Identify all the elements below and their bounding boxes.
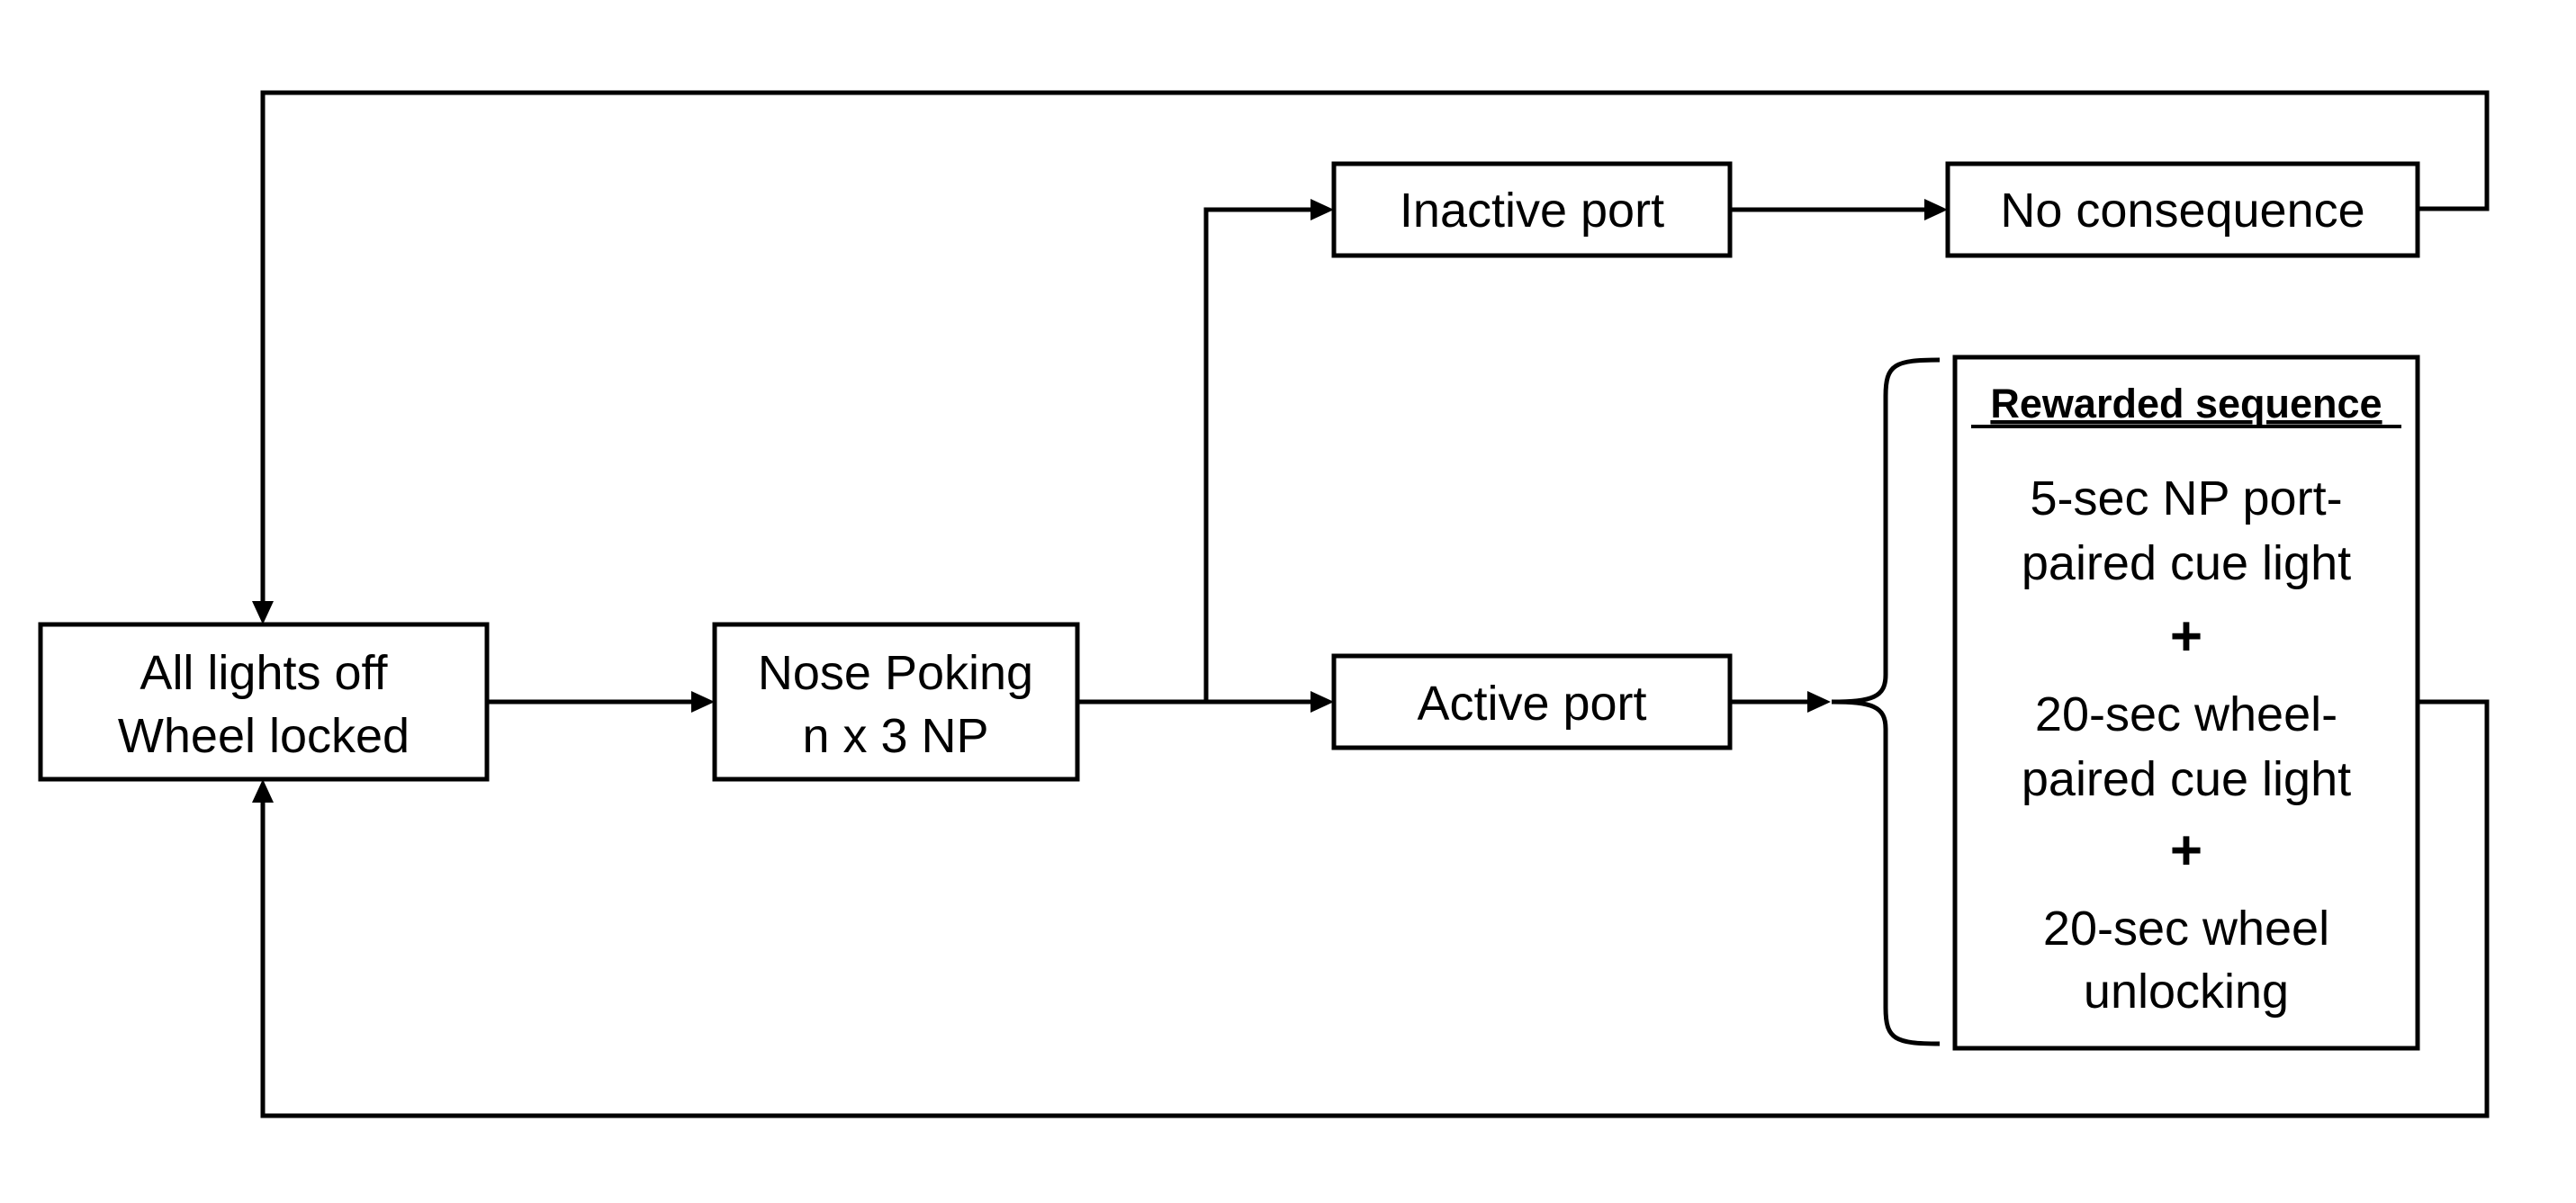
connector-split-vertical <box>1203 207 1312 702</box>
arrowhead-into-all-lights-bottom <box>252 779 274 803</box>
rewarded-item1-line1: 5-sec NP port- <box>2030 471 2342 525</box>
node-all-lights-off-line1: All lights off <box>140 646 388 700</box>
rewarded-item2-line1: 20-sec wheel- <box>2035 687 2337 741</box>
rewarded-item2-line2: paired cue light <box>2022 752 2351 806</box>
node-all-lights-off-line2: Wheel locked <box>118 709 410 763</box>
loop-top-connector <box>260 90 2490 603</box>
node-nose-poking: Nose Poking n x 3 NP <box>712 622 1080 782</box>
loop-bottom-connector <box>260 699 2490 1118</box>
arrowhead-into-nosepoke <box>691 691 715 713</box>
node-active-port-label: Active port <box>1417 677 1646 731</box>
rewarded-plus-2: + <box>2170 820 2202 882</box>
arrowhead-into-no-consequence <box>1924 199 1948 220</box>
arrowhead-into-active-port <box>1311 691 1334 713</box>
rewarded-item3-line2: unlocking <box>2084 965 2289 1019</box>
rewarded-sequence-heading: Rewarded sequence <box>1990 381 2382 426</box>
node-no-consequence-label: No consequence <box>2000 184 2364 238</box>
rewarded-plus-1: + <box>2170 606 2202 668</box>
arrowhead-into-bracket <box>1807 691 1831 713</box>
node-all-lights-off: All lights off Wheel locked <box>38 622 490 782</box>
node-nose-poking-line1: Nose Poking <box>758 646 1033 700</box>
arrowhead-into-inactive-port <box>1311 199 1334 220</box>
node-inactive-port: Inactive port <box>1331 161 1733 258</box>
arrowhead-into-all-lights-top <box>252 601 274 624</box>
node-inactive-port-label: Inactive port <box>1400 184 1664 238</box>
node-rewarded-sequence: Rewarded sequence 5-sec NP port- paired … <box>1952 355 2420 1051</box>
rewarded-item1-line2: paired cue light <box>2022 536 2351 590</box>
node-nose-poking-line2: n x 3 NP <box>802 709 988 763</box>
node-no-consequence: No consequence <box>1945 161 2420 258</box>
node-active-port: Active port <box>1331 653 1733 750</box>
rewarded-item3-line1: 20-sec wheel <box>2043 902 2329 956</box>
rewarded-sequence-brace <box>1831 357 1941 1046</box>
